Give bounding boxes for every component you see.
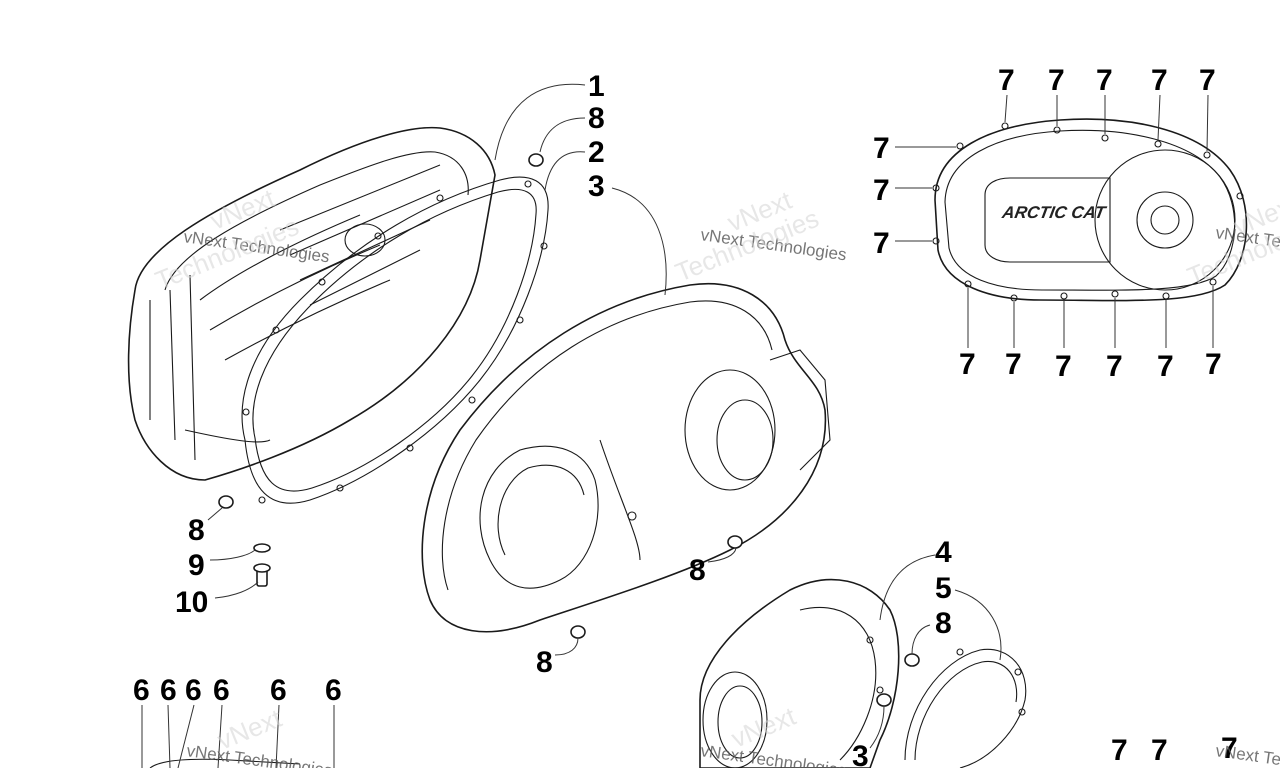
callout-6: 6 — [160, 674, 177, 707]
screw-left — [253, 563, 271, 587]
callout-9: 9 — [188, 549, 205, 582]
callout-7: 7 — [998, 64, 1015, 97]
callout-7: 7 — [1106, 350, 1123, 383]
leader-lines — [207, 83, 1214, 749]
callout-8: 8 — [935, 607, 952, 640]
callout-7: 7 — [1199, 64, 1216, 97]
callout-10: 10 — [175, 586, 208, 619]
outer-clutch-cover — [421, 283, 831, 633]
callout-6: 6 — [133, 674, 150, 707]
callout-6: 6 — [213, 674, 230, 707]
callout-8: 8 — [188, 514, 205, 547]
callout-labels: 1 8 2 3 8 9 10 8 8 4 5 8 3 7 7 7 7 7 7 7… — [133, 64, 1238, 773]
dowel-pin-left — [218, 495, 234, 509]
callout-8: 8 — [689, 554, 706, 587]
callout-8: 8 — [588, 102, 605, 135]
callout-7: 7 — [1151, 734, 1168, 767]
dowel-pin-mid-bottom — [570, 625, 586, 639]
callout-6: 6 — [325, 674, 342, 707]
callout-7: 7 — [1096, 64, 1113, 97]
dowel-pin-mid-right — [727, 535, 743, 549]
bottom-left-partial-part — [141, 704, 335, 769]
callout-7: 7 — [1205, 348, 1222, 381]
air-duct-housing — [699, 578, 900, 769]
callout-3: 3 — [852, 740, 869, 768]
callout-3: 3 — [588, 170, 605, 203]
callout-1: 1 — [588, 70, 605, 103]
dowel-pin-top — [528, 153, 544, 167]
dowel-pin-bottom-right — [904, 653, 920, 667]
callout-2: 2 — [588, 136, 605, 169]
callout-7: 7 — [873, 174, 890, 207]
callout-5: 5 — [935, 572, 952, 605]
callout-7: 7 — [1111, 734, 1128, 767]
arctic-cat-logo: ARCTIC CAT — [1000, 202, 1109, 222]
callout-7: 7 — [1005, 348, 1022, 381]
callout-7: 7 — [1048, 64, 1065, 97]
callout-7: 7 — [1221, 732, 1238, 765]
outer-cover-with-logo: ARCTIC CAT — [932, 118, 1248, 302]
cover-gasket-right — [904, 648, 1027, 769]
callout-7: 7 — [1157, 350, 1174, 383]
callout-6: 6 — [185, 674, 202, 707]
cover-gasket-left — [241, 176, 549, 504]
watermark: vNext Technologies — [185, 741, 333, 768]
callout-7: 7 — [873, 132, 890, 165]
dowel-pin-bottom-mid — [876, 693, 892, 707]
washer-left — [253, 543, 271, 553]
callout-7: 7 — [1151, 64, 1168, 97]
callout-6: 6 — [270, 674, 287, 707]
callout-7: 7 — [1055, 350, 1072, 383]
callout-7: 7 — [959, 348, 976, 381]
callout-4: 4 — [935, 536, 952, 569]
callout-7: 7 — [873, 227, 890, 260]
callout-8: 8 — [536, 646, 553, 679]
